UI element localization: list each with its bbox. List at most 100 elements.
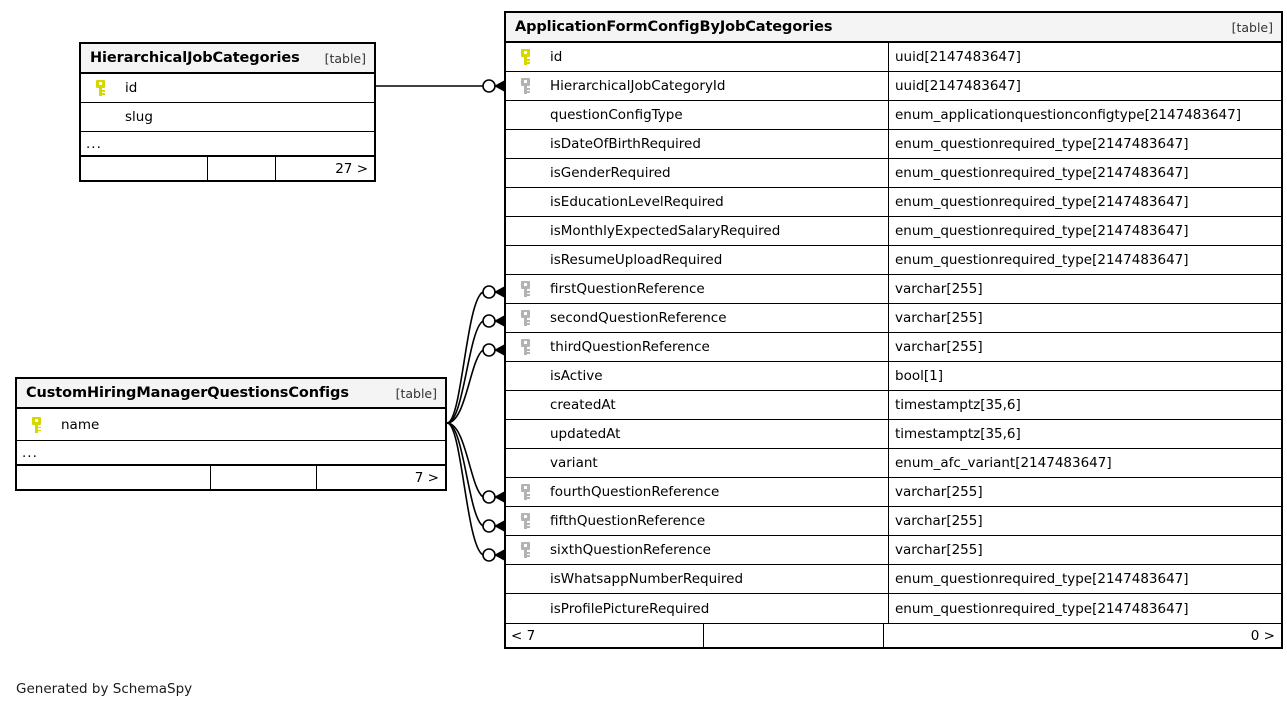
relationship-line-third-question (446, 342, 506, 424)
footer-left[interactable] (81, 157, 207, 180)
table-row[interactable]: isGenderRequired enum_questionrequired_ty… (506, 159, 1281, 188)
column-name: isGenderRequired (550, 165, 671, 181)
column-name: id (125, 80, 138, 96)
column-type: enum_applicationquestionconfigtype[21474… (888, 101, 1281, 129)
column-type: varchar[255] (888, 478, 1281, 506)
table-application-form-config-by-job-categories[interactable]: ApplicationFormConfigByJobCategories [ta… (504, 11, 1283, 649)
column-name: isResumeUploadRequired (550, 252, 723, 268)
table-footer: 27 > (81, 156, 374, 180)
table-row[interactable]: isResumeUploadRequired enum_questionrequi… (506, 246, 1281, 275)
relationship-line-sixth-question (446, 422, 506, 563)
table-row[interactable]: name (17, 409, 445, 441)
footer-middle (207, 157, 276, 180)
key-icon (514, 78, 536, 94)
table-row[interactable]: questionConfigType enum_applicationquesti… (506, 101, 1281, 130)
column-name: isDateOfBirthRequired (550, 136, 701, 152)
footer-right[interactable]: 27 > (335, 160, 368, 177)
table-row[interactable]: createdAt timestamptz[35,6] (506, 391, 1281, 420)
relationship-line-second-question (446, 313, 506, 424)
table-row[interactable]: thirdQuestionReference varchar[255] (506, 333, 1281, 362)
table-row[interactable]: id (81, 74, 374, 103)
generated-by-credit: Generated by SchemaSpy (16, 681, 193, 697)
key-icon (514, 542, 536, 558)
column-type: enum_questionrequired_type[2147483647] (888, 594, 1281, 623)
column-type: timestamptz[35,6] (888, 391, 1281, 419)
table-row[interactable]: isDateOfBirthRequired enum_questionrequir… (506, 130, 1281, 159)
key-icon (514, 339, 536, 355)
column-name: isProfilePictureRequired (550, 600, 710, 617)
column-type: varchar[255] (888, 536, 1281, 564)
column-type: varchar[255] (888, 275, 1281, 303)
table-title: CustomHiringManagerQuestionsConfigs (26, 385, 349, 401)
table-row[interactable]: isProfilePictureRequired enum_questionreq… (506, 594, 1281, 623)
table-title: HierarchicalJobCategories (90, 50, 300, 66)
column-type: enum_questionrequired_type[2147483647] (888, 159, 1281, 187)
column-type: uuid[2147483647] (888, 72, 1281, 100)
more-columns-indicator[interactable]: ... (81, 132, 374, 156)
table-header: CustomHiringManagerQuestionsConfigs [tab… (17, 379, 445, 409)
table-row[interactable]: isActive bool[1] (506, 362, 1281, 391)
column-type: enum_questionrequired_type[2147483647] (888, 130, 1281, 158)
table-header: HierarchicalJobCategories [table] (81, 44, 374, 74)
key-icon (514, 49, 536, 65)
column-name: isEducationLevelRequired (550, 194, 724, 210)
table-row[interactable]: fourthQuestionReference varchar[255] (506, 478, 1281, 507)
table-row[interactable]: firstQuestionReference varchar[255] (506, 275, 1281, 304)
table-hierarchical-job-categories[interactable]: HierarchicalJobCategories [table] id slu… (79, 42, 376, 182)
table-type-tag: [table] (395, 385, 437, 401)
key-icon (514, 484, 536, 500)
column-type: varchar[255] (888, 304, 1281, 332)
footer-middle (703, 624, 884, 647)
column-name: fifthQuestionReference (550, 513, 706, 529)
table-row[interactable]: isEducationLevelRequired enum_questionreq… (506, 188, 1281, 217)
footer-right[interactable]: 0 > (1250, 627, 1275, 644)
relationship-line-first-question (446, 284, 506, 424)
footer-right[interactable]: 7 > (414, 469, 439, 486)
table-custom-hiring-manager-questions-configs[interactable]: CustomHiringManagerQuestionsConfigs [tab… (15, 377, 447, 491)
column-name: fourthQuestionReference (550, 484, 720, 500)
column-name: sixthQuestionReference (550, 542, 711, 558)
column-name: isWhatsappNumberRequired (550, 571, 744, 587)
column-type: bool[1] (888, 362, 1281, 390)
key-icon (514, 513, 536, 529)
column-name: createdAt (550, 397, 616, 413)
column-name: questionConfigType (550, 107, 683, 123)
table-row[interactable]: sixthQuestionReference varchar[255] (506, 536, 1281, 565)
column-name: variant (550, 455, 598, 471)
key-icon (89, 80, 111, 96)
column-name: secondQuestionReference (550, 310, 727, 326)
relationship-line-fourth-question (446, 422, 506, 505)
relationship-line-hierarchical-category (376, 78, 506, 94)
column-name: isActive (550, 368, 603, 384)
footer-middle (210, 466, 317, 489)
footer-left[interactable]: < 7 (511, 627, 536, 644)
column-type: enum_questionrequired_type[2147483647] (888, 246, 1281, 274)
column-type: enum_questionrequired_type[2147483647] (888, 188, 1281, 216)
more-columns-indicator[interactable]: ... (17, 441, 445, 465)
footer-left[interactable] (17, 466, 210, 489)
table-row[interactable]: slug (81, 103, 374, 132)
table-row[interactable]: HierarchicalJobCategoryId uuid[2147483647… (506, 72, 1281, 101)
key-icon (25, 416, 47, 433)
column-type: varchar[255] (888, 333, 1281, 361)
column-name: isMonthlyExpectedSalaryRequired (550, 223, 781, 239)
column-name: thirdQuestionReference (550, 339, 710, 355)
table-title: ApplicationFormConfigByJobCategories (515, 19, 833, 35)
column-type: timestamptz[35,6] (888, 420, 1281, 448)
column-name: slug (125, 109, 153, 125)
table-row[interactable]: secondQuestionReference varchar[255] (506, 304, 1281, 333)
table-type-tag: [table] (324, 50, 366, 66)
table-footer: < 7 0 > (506, 623, 1281, 647)
table-type-tag: [table] (1231, 19, 1273, 35)
column-name: HierarchicalJobCategoryId (550, 78, 726, 94)
table-footer: 7 > (17, 465, 445, 489)
column-name: firstQuestionReference (550, 281, 705, 297)
